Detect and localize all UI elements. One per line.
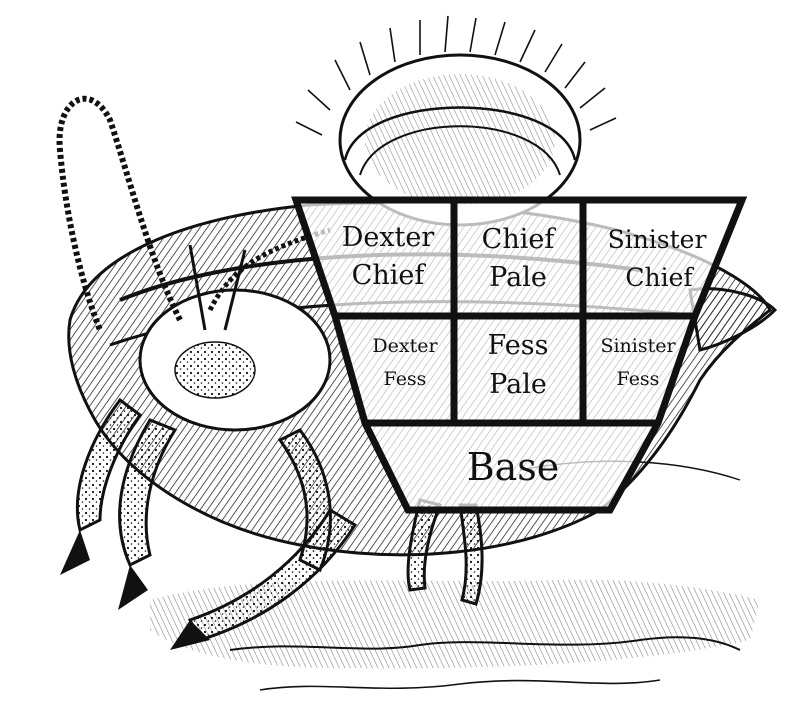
sinister-fess-line2: Fess xyxy=(617,368,660,390)
sand-ground xyxy=(150,460,760,691)
dexter-fess-line2: Fess xyxy=(384,368,427,390)
region-dexter-chief: Dexter Chief xyxy=(342,222,435,291)
region-sinister-fess: Sinister Fess xyxy=(600,335,676,390)
anemone xyxy=(295,15,617,227)
fess-pale-line2: Pale xyxy=(489,369,547,400)
fess-pale-line1: Fess xyxy=(488,330,549,361)
antenna-right xyxy=(207,227,331,312)
heraldic-overlay: Dexter Chief Chief Pale Sinister Chief D… xyxy=(291,196,748,514)
region-fess-pale: Fess Pale xyxy=(488,330,549,400)
sinister-fess-line1: Sinister xyxy=(600,335,676,357)
shell-spire xyxy=(688,287,778,352)
dexter-chief-line1: Dexter xyxy=(342,222,435,253)
overlay-panel xyxy=(296,200,742,510)
chief-pale-line2: Pale xyxy=(489,262,547,293)
dexter-fess-line1: Dexter xyxy=(372,335,438,357)
crab-legs xyxy=(75,397,484,642)
chief-pale-line1: Chief xyxy=(482,224,557,255)
region-dexter-fess: Dexter Fess xyxy=(372,335,438,390)
sinister-chief-line1: Sinister xyxy=(608,225,707,254)
base-label: Base xyxy=(467,445,560,489)
region-chief-pale: Chief Pale xyxy=(482,224,557,293)
antenna-left xyxy=(56,95,183,332)
sinister-chief-line2: Chief xyxy=(625,263,694,292)
dexter-chief-line2: Chief xyxy=(352,260,427,291)
overlay-outline xyxy=(291,196,748,514)
region-base: Base xyxy=(467,445,560,489)
region-sinister-chief: Sinister Chief xyxy=(608,225,707,292)
